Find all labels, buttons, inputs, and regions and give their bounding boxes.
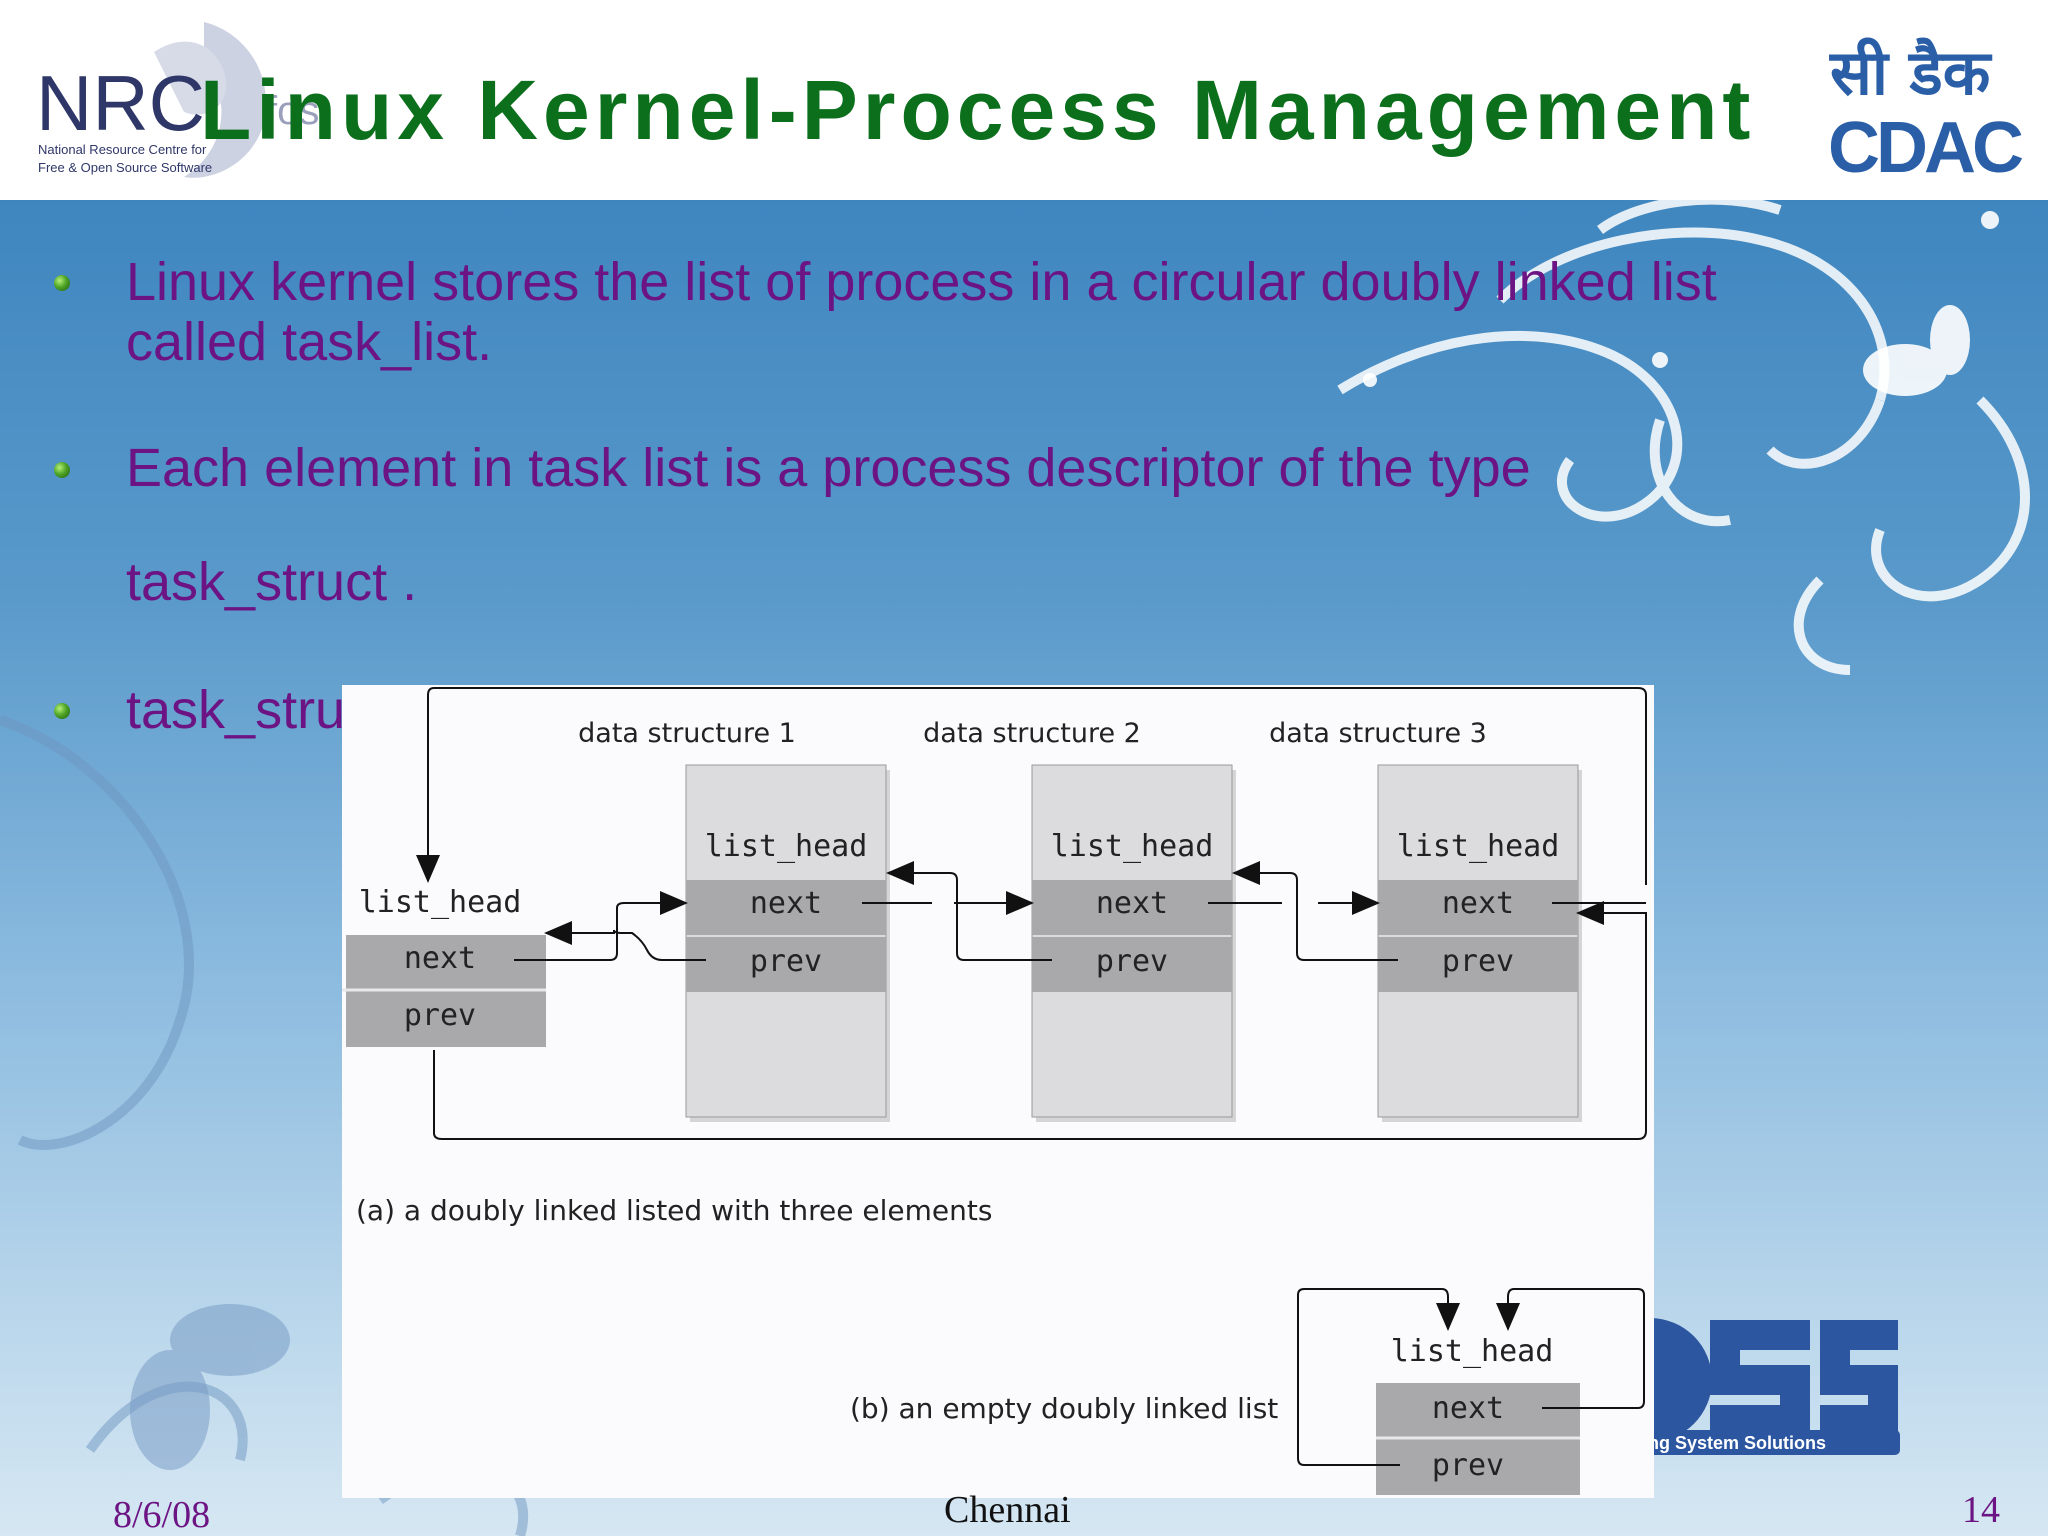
svg-text:next: next xyxy=(750,886,822,921)
svg-text:next: next xyxy=(404,941,476,976)
linked-list-figure: data structure 1 data structure 2 data s… xyxy=(342,685,1654,1498)
svg-text:CDAC: CDAC xyxy=(1828,108,2023,182)
footer-page-number: 14 xyxy=(1962,1489,2000,1531)
svg-text:NRC: NRC xyxy=(36,59,205,147)
bullet-2-continuation: task_struct . xyxy=(126,552,418,612)
bullet-marker xyxy=(54,703,70,719)
bullet-1-text: Linux kernel stores the list of process … xyxy=(126,252,1717,312)
nrcfos-logo: NRC fos National Resource Centre for Fre… xyxy=(36,22,319,178)
caption-b: (b) an empty doubly linked list xyxy=(850,1392,1278,1425)
svg-text:list_head: list_head xyxy=(1391,1334,1554,1369)
svg-text:next: next xyxy=(1096,886,1168,921)
svg-text:fos: fos xyxy=(266,89,319,133)
bullet-marker xyxy=(54,462,70,478)
bullet-3-text: task_stru xyxy=(126,680,346,740)
bullet-1-continuation: called task_list. xyxy=(126,312,493,372)
bullet-marker xyxy=(54,275,70,291)
data-structure-1 xyxy=(685,764,890,1122)
svg-text:ng System Solutions: ng System Solutions xyxy=(1648,1433,1826,1453)
svg-text:next: next xyxy=(1442,886,1514,921)
svg-text:list_head: list_head xyxy=(359,885,522,920)
ds-label-2: data structure 2 xyxy=(923,718,1141,749)
footer-place: Chennai xyxy=(944,1489,1071,1531)
ds-label-3: data structure 3 xyxy=(1269,718,1487,749)
ds-label-1: data structure 1 xyxy=(578,718,796,749)
svg-text:National Resource Centre for: National Resource Centre for xyxy=(38,142,207,157)
oss-logo: ng System Solutions xyxy=(1640,1318,1900,1455)
svg-text:Free & Open Source Software: Free & Open Source Software xyxy=(38,160,212,175)
svg-text:list_head: list_head xyxy=(705,829,868,864)
cdac-logo: सी डैक CDAC xyxy=(1828,36,2027,182)
slide-header xyxy=(0,0,2048,200)
svg-text:prev: prev xyxy=(1096,944,1168,979)
svg-text:सी डैक: सी डैक xyxy=(1829,36,1993,109)
svg-text:list_head: list_head xyxy=(1051,829,1214,864)
empty-list-head xyxy=(1376,1383,1580,1495)
standalone-list-head xyxy=(342,935,546,1047)
svg-text:list_head: list_head xyxy=(1397,829,1560,864)
bullet-2-text: Each element in task list is a process d… xyxy=(126,438,1531,498)
caption-a: (a) a doubly linked listed with three el… xyxy=(356,1194,992,1227)
slide-title: Linux Kernel-Process Management xyxy=(200,63,1756,157)
svg-text:prev: prev xyxy=(1432,1448,1504,1483)
svg-text:prev: prev xyxy=(750,944,822,979)
footer-date: 8/6/08 xyxy=(113,1494,211,1536)
svg-text:next: next xyxy=(1432,1391,1504,1426)
decorative-swirls xyxy=(0,200,2030,1536)
data-structure-2 xyxy=(1031,764,1236,1122)
data-structure-3 xyxy=(1377,764,1582,1122)
linked-list-diagram: data structure 1 data structure 2 data s… xyxy=(342,687,1647,1495)
svg-text:prev: prev xyxy=(1442,944,1514,979)
svg-text:prev: prev xyxy=(404,998,476,1033)
